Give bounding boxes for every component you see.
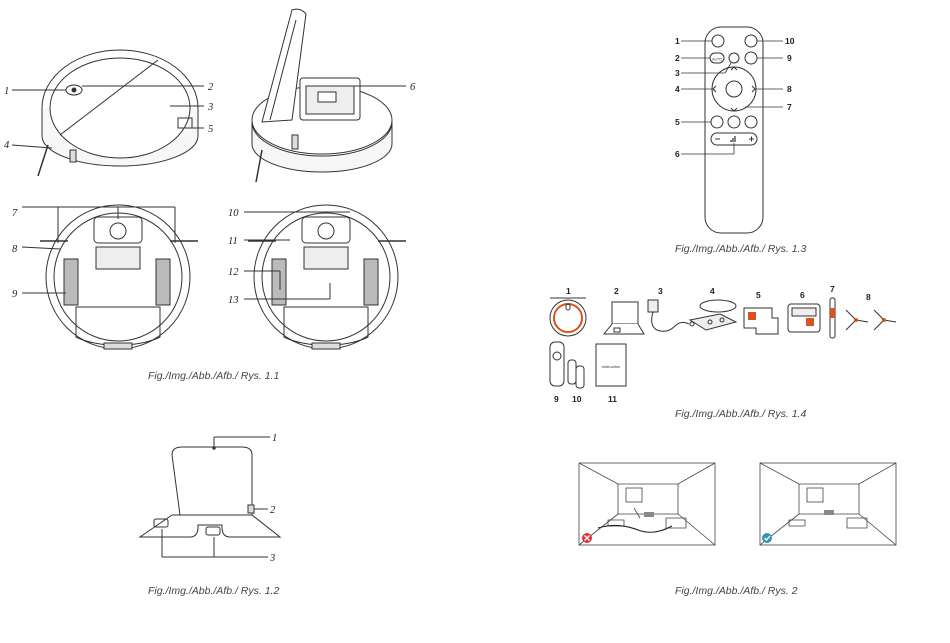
mode-button-icon: [727, 115, 741, 129]
fig-1-4-label-7: 7: [830, 284, 835, 294]
robot-top-view: [37, 49, 199, 177]
fig-1-4-label-4: 4: [710, 286, 715, 296]
fig-1-3-label-3: 3: [675, 68, 680, 78]
fig-1-3-label-8: 8: [787, 84, 792, 94]
room-scene-right: [759, 462, 897, 546]
item-batteries-icon: [567, 359, 585, 389]
fig-1-1-label-7: 7: [12, 208, 18, 219]
fig-1-1-label-13: 13: [228, 295, 239, 306]
fig-1-4-label-8: 8: [866, 292, 871, 302]
fig-1-4-label-2: 2: [614, 286, 619, 296]
item-water-tank-icon: [743, 307, 779, 335]
fig-1-1-label-2: 2: [208, 82, 214, 93]
item-cleaning-brush-icon: [829, 297, 836, 339]
fig-1-1-label-3: 3: [207, 102, 213, 113]
schedule-button-icon: [744, 115, 758, 129]
fig-1-3-label-6: 6: [675, 149, 680, 159]
fig-2-caption: Fig./Img./Abb./Afb./ Rys. 2: [675, 585, 798, 597]
fig-1-4-caption: Fig./Img./Abb./Afb./ Rys. 1.4: [675, 408, 807, 420]
item-manual-icon: [595, 343, 627, 387]
item-dock-icon: [602, 301, 645, 335]
fig-1-1-label-5: 5: [208, 124, 213, 135]
spot-button-icon: [728, 52, 740, 64]
fig-1-1-label-1: 1: [4, 86, 9, 97]
fig-1-3-label-2: 2: [675, 53, 680, 63]
fig-1-4-label-6: 6: [800, 290, 805, 300]
fig-1-4-label-3: 3: [658, 286, 663, 296]
fig-1-1-label-11: 11: [228, 236, 238, 247]
fig-1-1-bottom-illustration: 7 8 9 10 11 12 13: [12, 204, 406, 350]
fig-1-2-label-2: 2: [270, 505, 276, 516]
auto-button-label: AUTO: [712, 58, 722, 62]
item-dustbin-icon: [787, 303, 821, 333]
fig-1-3-label-1: 1: [675, 36, 680, 46]
item-remote-icon: [549, 341, 565, 387]
fig-1-4-label-9: 9: [554, 394, 559, 404]
fig-1-1-label-4: 4: [4, 140, 10, 151]
item-mop-icon: [688, 299, 738, 331]
fig-1-3-remote-illustration: AUTO 1 2 3 4 5 6 7 8 9 10: [675, 26, 795, 234]
fig-1-3-label-5: 5: [675, 117, 680, 127]
item-adapter-icon: [647, 299, 695, 332]
item-robot-icon: [549, 297, 587, 337]
fig-1-2-label-3: 3: [269, 553, 275, 564]
fig-1-3-caption: Fig./Img./Abb./Afb./ Rys. 1.3: [675, 243, 807, 255]
fig-1-4-label-5: 5: [756, 290, 761, 300]
fig-1-4-illustration: Instruction 1 2 3 4 5 6 7 8 9 10 11: [549, 284, 897, 404]
charging-dock: [138, 446, 282, 538]
manual-cover-text: Instruction: [602, 364, 620, 369]
fig-1-3-label-10: 10: [785, 36, 795, 46]
fig-1-1-top-illustration: 1 2 3 4 5 6: [4, 8, 416, 183]
fig-1-2-caption: Fig./Img./Abb./Afb./ Rys. 1.2: [148, 585, 280, 597]
fig-1-2-illustration: 1 2 3: [138, 433, 282, 564]
fig-2-illustration: [578, 462, 897, 546]
fig-1-1-label-12: 12: [228, 267, 239, 278]
fig-1-4-label-11: 11: [608, 394, 617, 404]
fig-1-1-caption: Fig./Img./Abb./Afb./ Rys. 1.1: [148, 370, 280, 382]
start-pause-button-icon: [725, 80, 743, 98]
check-icon: [762, 533, 772, 543]
fig-1-2-label-1: 1: [272, 433, 277, 444]
fig-1-1-label-8: 8: [12, 244, 18, 255]
robot-underside-left: [40, 204, 198, 350]
robot-open-lid-view: [251, 8, 393, 183]
fig-1-3-label-7: 7: [787, 102, 792, 112]
room-scene-wrong: [578, 462, 716, 546]
fig-1-1-label-9: 9: [12, 289, 18, 300]
fig-1-4-label-10: 10: [572, 394, 582, 404]
fig-1-1-label-6: 6: [410, 82, 416, 93]
robot-underside-right: [248, 204, 406, 350]
fig-1-3-label-4: 4: [675, 84, 680, 94]
fig-1-3-label-9: 9: [787, 53, 792, 63]
fig-1-1-label-10: 10: [228, 208, 239, 219]
item-side-brushes-icon: [845, 309, 897, 331]
fig-1-4-label-1: 1: [566, 286, 571, 296]
